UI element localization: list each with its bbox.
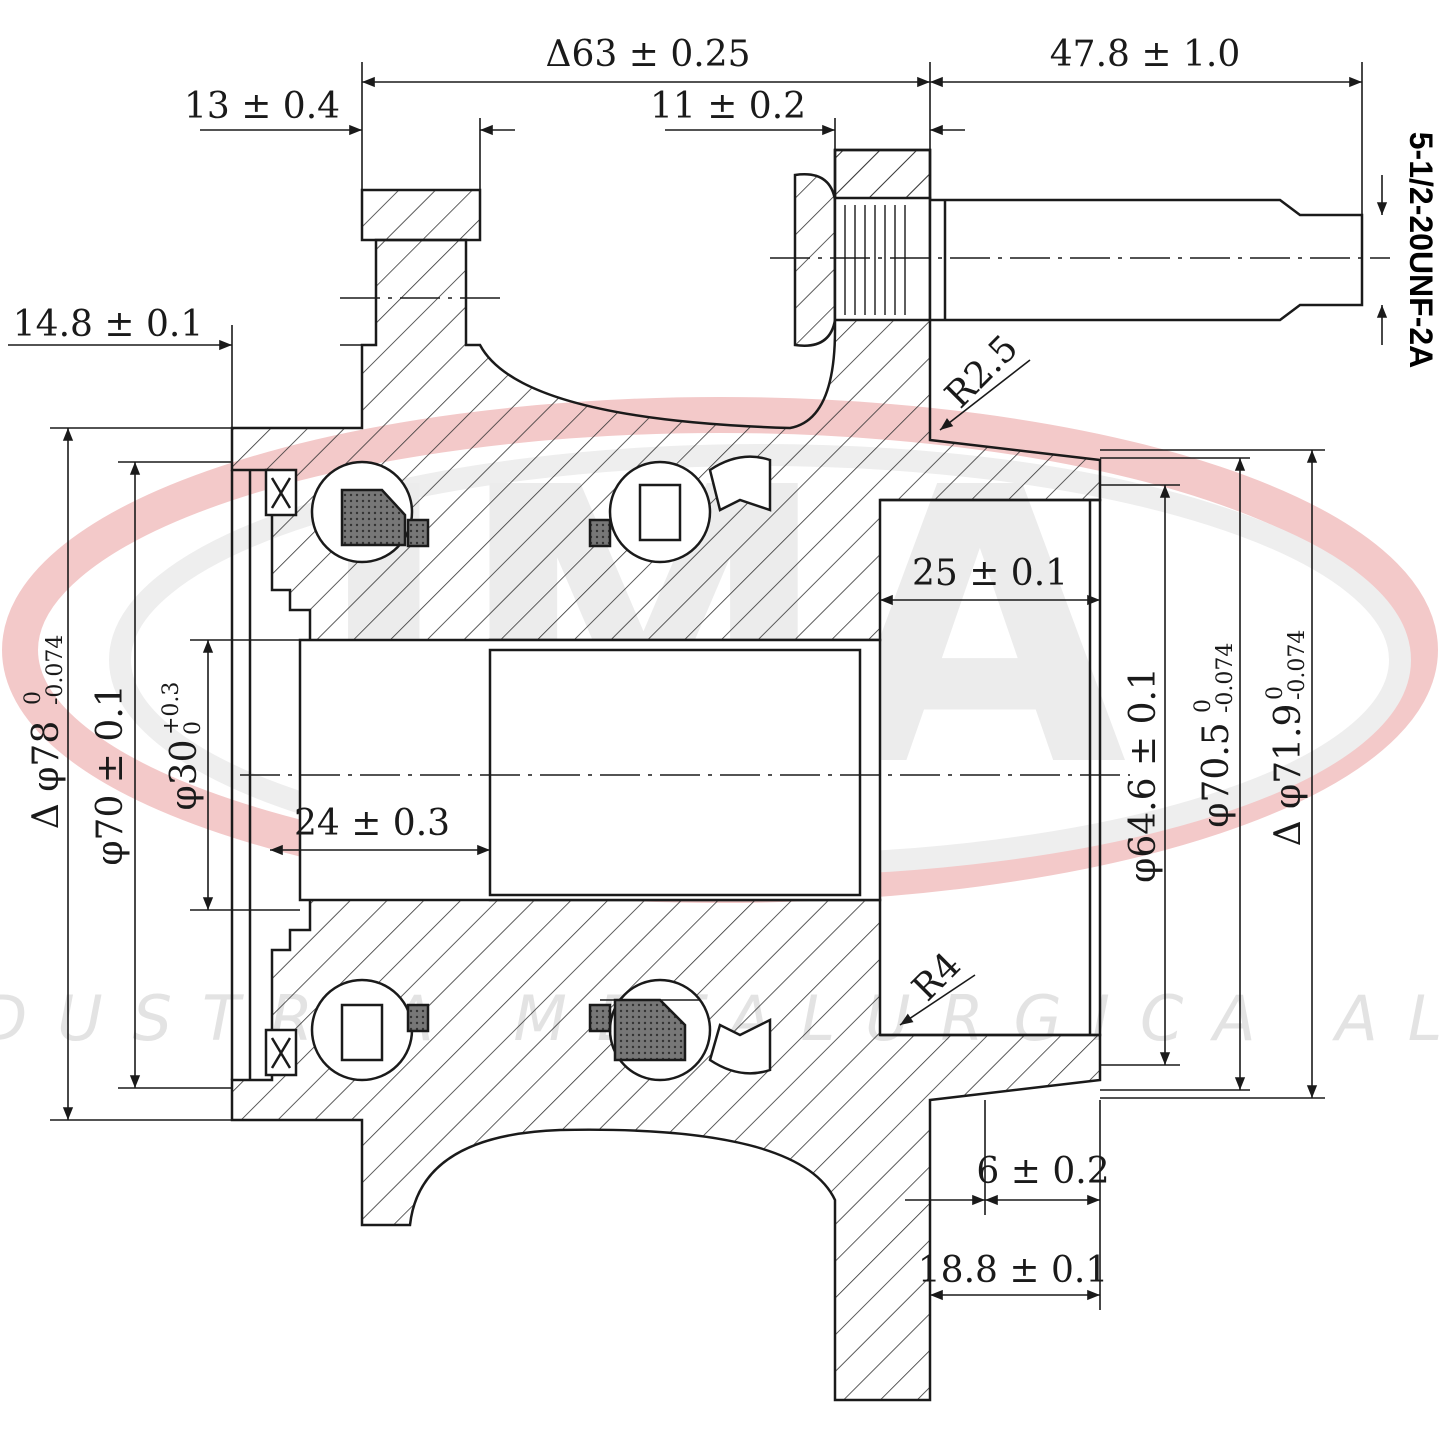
dim-seal-diameter: φ70 ± 0.1 [90, 684, 131, 865]
dim-pilot-diameter: φ64.6 ± 0.1 [1123, 667, 1164, 883]
thread-spec: 5-1/2-20UNF-2A [1403, 132, 1439, 369]
dim-step-width: 6 ± 0.2 [976, 1151, 1109, 1192]
dim-register-diameter: Δ φ71.9 [1268, 704, 1309, 847]
seal-right [708, 455, 772, 1075]
inner-bore-step [488, 648, 862, 897]
dim-register-tol-lower: -0.074 [1285, 630, 1310, 700]
dim-pilot-outer-tol-upper: 0 [1191, 699, 1216, 713]
dim-pilot-depth: 25 ± 0.1 [912, 553, 1068, 594]
dim-seal-offset: 14.8 ± 0.1 [13, 304, 203, 345]
stud-nut [833, 148, 932, 202]
dim-overall-flange: Δ63 ± 0.25 [545, 34, 750, 75]
dim-outer-diameter-tol-upper: 0 [21, 691, 46, 705]
dim-pilot-outer-tol-lower: -0.074 [1213, 643, 1238, 713]
pilot [880, 498, 1102, 1037]
dimension-lines [8, 62, 1388, 1310]
wheel-stud [793, 173, 1364, 347]
dim-register-tol-upper: 0 [1263, 686, 1288, 700]
dim-bore-depth: 24 ± 0.3 [294, 803, 450, 844]
dim-bore-tol-upper: +0.3 [159, 682, 184, 735]
upper-bolt-boss [360, 188, 482, 242]
dim-flange-thickness: 11 ± 0.2 [650, 86, 806, 127]
dim-pilot-outer: φ70.5 [1196, 722, 1237, 827]
bore [298, 638, 882, 902]
dim-stud-length: 47.8 ± 1.0 [1050, 34, 1240, 75]
lower-body [230, 888, 1102, 1402]
dim-radius-top: R2.5 [938, 328, 1027, 417]
dim-pilot-length: 18.8 ± 0.1 [918, 1250, 1108, 1291]
dim-flange-offset: 13 ± 0.4 [184, 86, 340, 127]
dim-bore-diameter: φ30 [164, 739, 205, 810]
dim-outer-diameter-tol-lower: -0.074 [43, 635, 68, 705]
bearing-balls [310, 460, 712, 1082]
dim-bore-tol-lower: 0 [181, 721, 206, 735]
dim-outer-diameter: Δ φ78 [26, 721, 67, 829]
centerlines [240, 257, 1390, 1001]
